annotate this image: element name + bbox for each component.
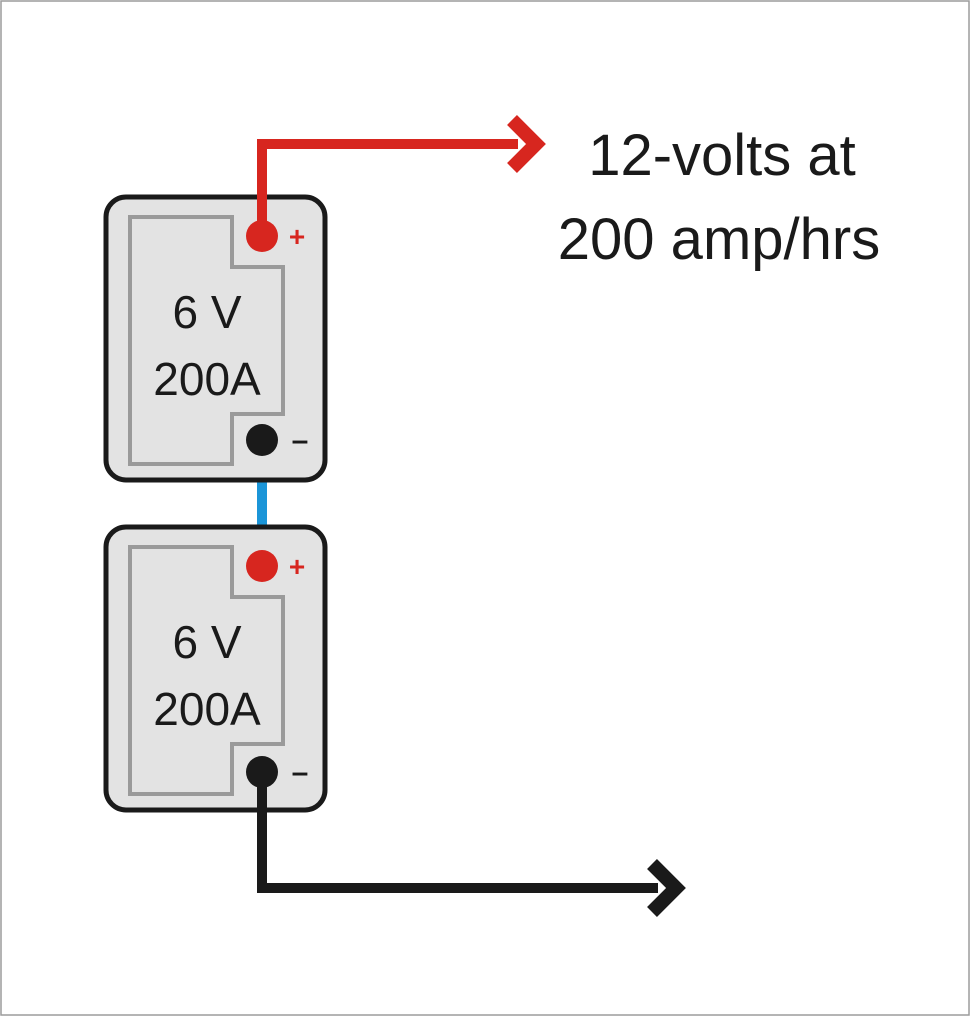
- battery-inner-outline: [128, 215, 285, 466]
- battery-capacity-label: 200A: [153, 683, 261, 735]
- positive-arrow-head: [507, 115, 546, 173]
- negative-terminal: [246, 424, 278, 456]
- battery-voltage-label: 6 V: [172, 616, 241, 668]
- negative-sign: –: [292, 756, 309, 789]
- negative-sign: –: [292, 424, 309, 457]
- battery-voltage-label: 6 V: [172, 286, 241, 338]
- battery-capacity-label: 200A: [153, 353, 261, 405]
- output-label-line1: 12-volts at: [588, 123, 856, 188]
- output-label-line2: 200 amp/hrs: [558, 207, 880, 272]
- battery-inner-outline: [128, 545, 285, 796]
- positive-sign: +: [289, 221, 305, 252]
- positive-output-wire: [257, 139, 518, 236]
- battery-bottom: 6 V 200A + –: [103, 524, 328, 813]
- battery-top: 6 V 200A + –: [103, 194, 328, 483]
- negative-arrow-head: [647, 859, 686, 917]
- positive-sign: +: [289, 551, 305, 582]
- negative-output-wire: [257, 772, 658, 893]
- positive-terminal: [246, 550, 278, 582]
